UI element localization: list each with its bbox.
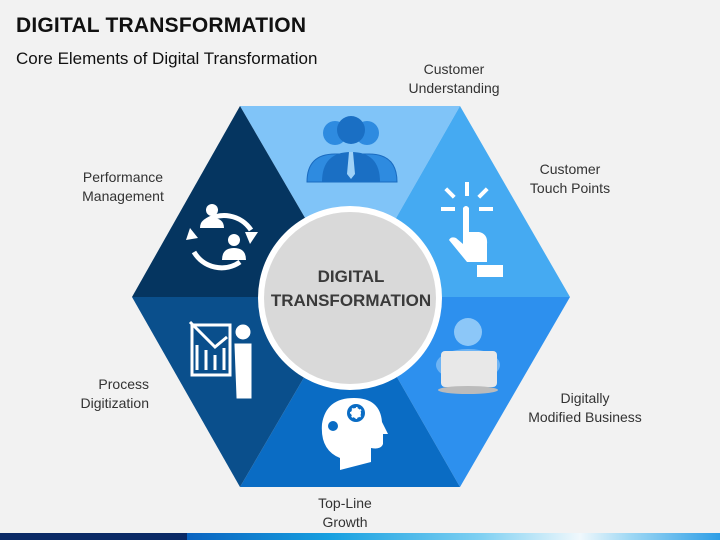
label-line: Modified Business	[528, 409, 642, 425]
label-performance-management: Performance Management	[70, 168, 176, 206]
label-line: Growth	[322, 514, 368, 530]
label-digitally-modified-business: Digitally Modified Business	[520, 389, 650, 427]
label-process-digitization: Process Digitization	[40, 375, 149, 413]
label-line: Digitization	[80, 395, 149, 411]
label-line: Touch Points	[529, 180, 611, 196]
people-cycle-icon	[186, 204, 258, 271]
label-line: Process	[98, 376, 149, 392]
label-line: Customer	[539, 161, 601, 177]
segment-top-line-growth	[240, 297, 460, 487]
people-group-icon	[306, 116, 398, 183]
label-line: Understanding	[408, 80, 500, 96]
label-line: Management	[82, 188, 164, 204]
label-line: Digitally	[560, 390, 610, 406]
label-line: Top-Line	[318, 495, 372, 511]
head-gears-icon	[321, 398, 388, 470]
label-customer-touch-points: Customer Touch Points	[515, 160, 625, 198]
center-line1: DIGITAL	[317, 267, 385, 286]
slide-subtitle: Core Elements of Digital Transformation	[16, 49, 318, 68]
slide-title: DIGITAL TRANSFORMATION	[16, 14, 307, 37]
presentation-chart-icon	[188, 320, 252, 399]
hand-click-icon	[441, 182, 503, 277]
center-label: DIGITAL TRANSFORMATION	[258, 265, 444, 313]
label-top-line-growth: Top-Line Growth	[300, 494, 390, 532]
label-customer-understanding: Customer Understanding	[400, 60, 508, 98]
footer-bar	[0, 533, 720, 540]
label-line: Customer	[423, 61, 485, 77]
label-line: Performance	[82, 169, 164, 185]
center-line2: TRANSFORMATION	[270, 291, 432, 310]
segment-customer-understanding	[240, 106, 460, 297]
laptop-user-icon	[436, 318, 500, 394]
